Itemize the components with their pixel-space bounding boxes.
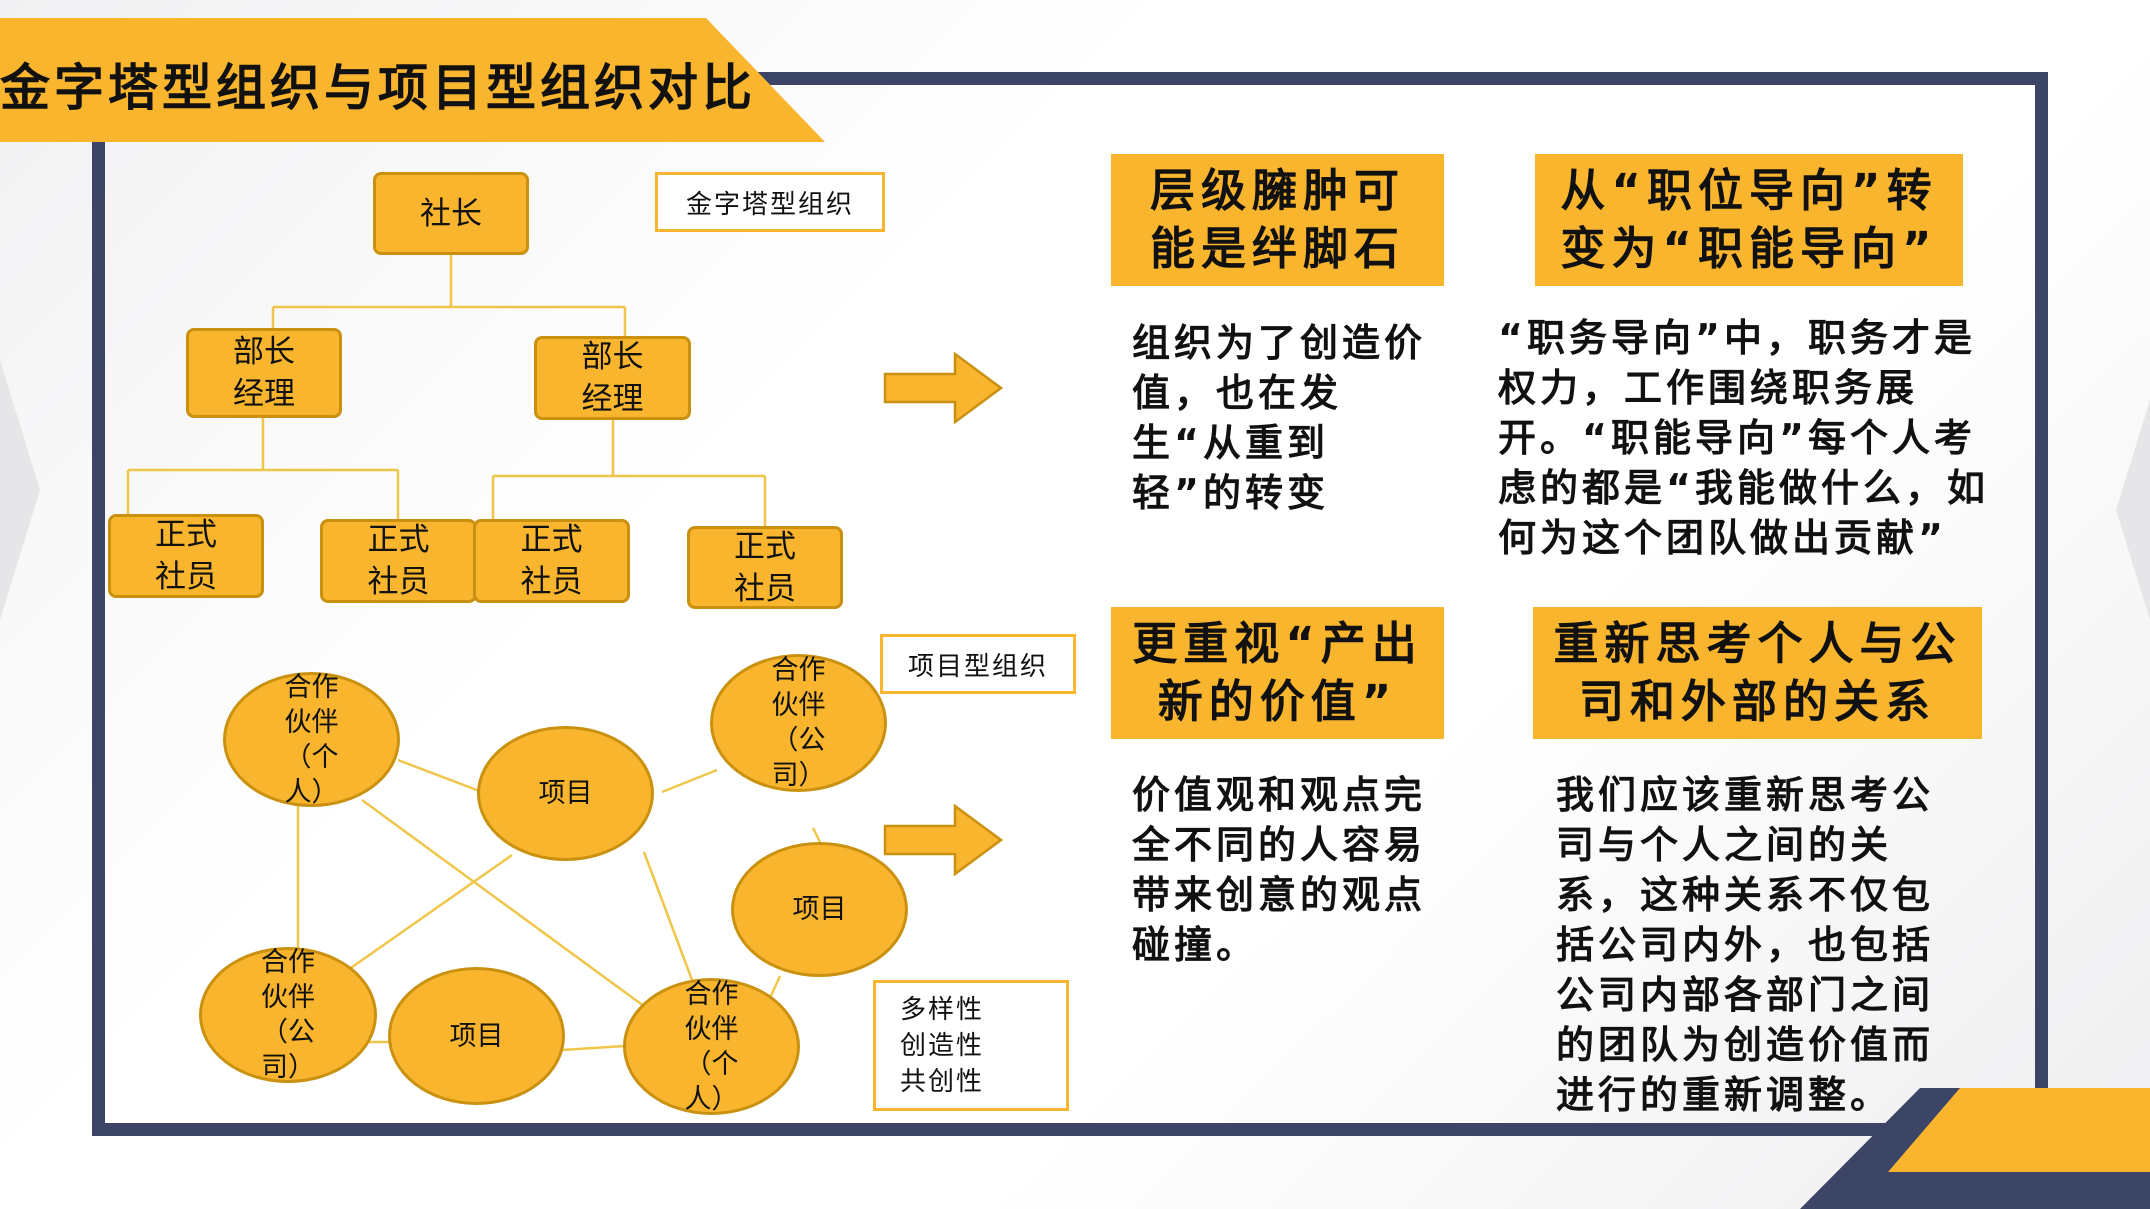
net-line-7 [811,827,822,843]
card-1-body: 组织为了创造价值，也在发生“从重到轻”的转变 [1132,321,1427,515]
pyramid-legend: 金字塔型组织 [655,172,885,232]
partner-company-bottom-node: 合作伙伴（公司） [199,947,377,1083]
background-left-shape [0,360,40,620]
card-1-heading: 层级臃肿可能是绊脚石 [1111,154,1444,286]
partner-company-bottom-label: 合作伙伴（公司） [261,947,315,1083]
trait-co-creation: 共创性 [900,1066,985,1097]
net-line-4 [361,798,653,1014]
card-2-heading: 从“职位导向”转变为“职能导向” [1535,154,1963,286]
page-title: 金字塔型组织与项目型组织对比 [0,59,756,117]
card-3-heading: 更重视“产出新的价值” [1111,607,1444,739]
project-bottom-node: 项目 [388,967,565,1105]
card-3-body: 价值观和观点完全不同的人容易带来创意的观点碰撞。 [1132,773,1427,967]
net-line-1 [397,758,483,794]
member-box-3: 正式 社员 [473,519,630,603]
card-2-body: “职务导向”中，职务才是权力，工作围绕职务展开。“职能导向”每个人考虑的都是“我… [1498,316,1989,560]
project-center-node: 项目 [477,726,654,861]
trait-diversity: 多样性 [900,994,985,1025]
net-line-6 [642,851,694,981]
right-arrow-icon [883,352,1003,424]
partner-company-top-label: 合作伙伴（公司） [771,655,826,791]
right-arrow-icon [883,804,1003,876]
partner-personal-top-node: 合作伙伴（个人） [223,671,400,808]
title-ribbon [0,18,825,142]
manager-right-box: 部长 经理 [534,336,691,420]
president-box: 社长 [373,172,529,255]
member-box-2: 正式 社员 [320,519,477,603]
project-right-node: 项目 [731,842,908,977]
net-line-10 [561,1044,626,1052]
net-line-8 [768,975,782,999]
project-bottom-label: 项目 [449,1020,504,1052]
project-right-label: 项目 [792,894,847,925]
partner-personal-top-label: 合作伙伴（个人） [284,671,339,808]
manager-left-box: 部长 经理 [186,328,342,418]
partner-company-top-node: 合作伙伴（公司） [710,654,887,792]
member-box-4: 正式 社员 [687,526,843,609]
trait-creativity: 创造性 [900,1030,985,1061]
member-box-1: 正式 社员 [108,514,264,598]
card-4-heading: 重新思考个人与公司和外部的关系 [1533,607,1982,739]
partner-personal-bottom-node: 合作伙伴（个人） [623,978,800,1115]
net-line-5 [347,853,513,972]
card-4-body: 我们应该重新思考公司与个人之间的关系，这种关系不仅包括公司内外，也包括公司内部各… [1556,773,1935,1117]
traits-box: 多样性 创造性 共创性 [873,980,1069,1111]
background-right-shape [2116,400,2150,620]
partner-personal-bottom-label: 合作伙伴（个人） [684,978,739,1115]
net-line-2 [661,768,718,794]
project-center-label: 项目 [538,778,593,809]
project-legend: 项目型组织 [880,634,1076,694]
